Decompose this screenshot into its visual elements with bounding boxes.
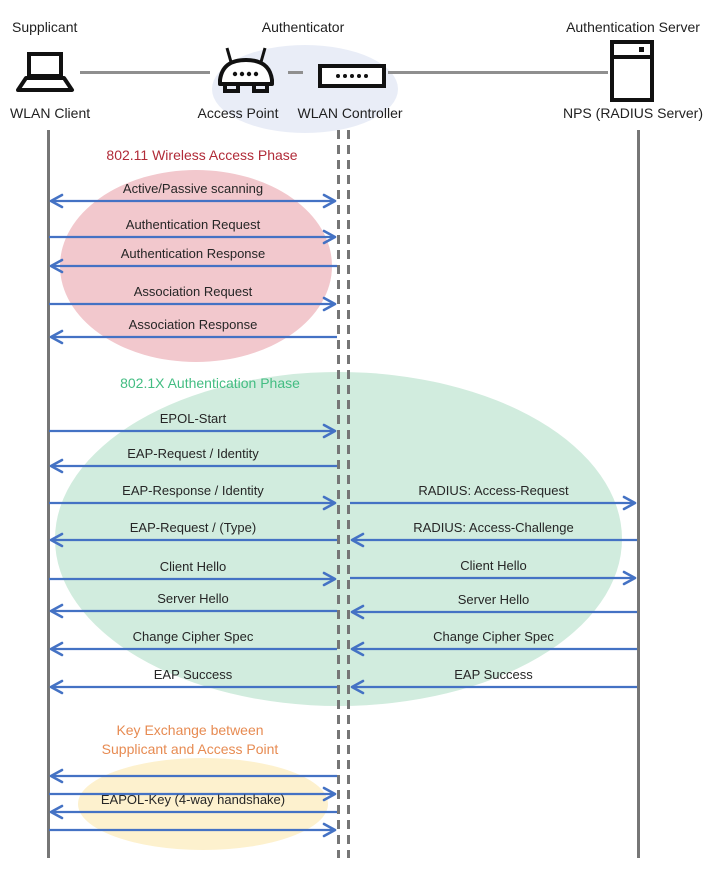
lifeline-access-point [337,130,340,858]
message-arrow-left [350,641,637,657]
message-label: Client Hello [460,558,527,573]
message-arrow-right [350,570,637,586]
server-icon [610,40,654,102]
lifeline-wlan-client [47,130,50,858]
phase-title-802-11-wireless-access: 802.11 Wireless Access Phase [106,147,298,163]
message-arrow-right [49,786,337,802]
message-arrow-both [49,193,337,209]
role-label-authentication-server: Authentication Server [566,19,700,35]
laptop-icon [16,52,74,92]
message-label: Authentication Response [120,246,266,261]
message-arrow-left [350,679,637,695]
connector-line [388,71,608,74]
message-label: Association Response [128,317,258,332]
message-label: EAP Success [153,667,233,682]
message-arrow-left [350,532,637,548]
device-label-nps-radius-server: NPS (RADIUS Server) [562,105,704,121]
lifeline-wlan-controller [347,130,350,858]
message-label: Authentication Request [125,217,261,232]
message-arrow-left [49,603,337,619]
phase-title-802-1x-authentication: 802.1X Authentication Phase [120,375,300,391]
message-arrow-left [49,458,337,474]
message-label: Active/Passive scanning [122,181,264,196]
device-label-wlan-controller: WLAN Controller [297,105,403,121]
message-arrow-left [350,604,637,620]
message-label: Association Request [133,284,253,299]
message-label: EPOL-Start [159,411,227,426]
message-arrow-right [49,822,337,838]
message-label: EAP-Request / (Type) [129,520,257,535]
message-arrow-right [49,495,337,511]
lifeline-nps-server [637,130,640,858]
connector-line [288,71,303,74]
message-arrow-right [49,571,337,587]
message-label: EAP Success [454,667,533,682]
message-label: Client Hello [159,559,227,574]
message-label: EAPOL-Key (4-way handshake) [100,792,286,807]
role-label-authenticator: Authenticator [261,19,345,35]
device-label-access-point: Access Point [197,105,279,121]
phase-title-key-exchange: Key Exchange between Supplicant and Acce… [101,722,279,757]
message-label: Server Hello [457,592,530,607]
message-arrow-left [49,768,337,784]
message-arrow-left [49,679,337,695]
message-arrow-left [49,641,337,657]
message-label: Change Cipher Spec [433,629,554,644]
message-label: Change Cipher Spec [132,629,254,644]
message-arrow-left [49,258,337,274]
message-arrow-right [49,423,337,439]
message-arrow-left [49,804,337,820]
network-switch-icon [318,64,386,88]
message-label: EAP-Request / Identity [127,446,259,461]
message-label: RADIUS: Access-Request [418,483,569,498]
key-exchange-phase-ellipse [78,758,328,850]
message-arrow-right [350,495,637,511]
message-label: EAP-Response / Identity [122,483,264,498]
connector-line [80,71,210,74]
message-arrow-right [49,296,337,312]
device-label-wlan-client: WLAN Client [10,105,91,121]
message-arrow-left [49,532,337,548]
message-arrow-left [49,329,337,345]
wireless-access-point-icon [218,47,274,93]
message-arrow-right [49,229,337,245]
message-label: Server Hello [157,591,229,606]
message-label: RADIUS: Access-Challenge [413,520,574,535]
role-label-supplicant: Supplicant [12,19,78,35]
